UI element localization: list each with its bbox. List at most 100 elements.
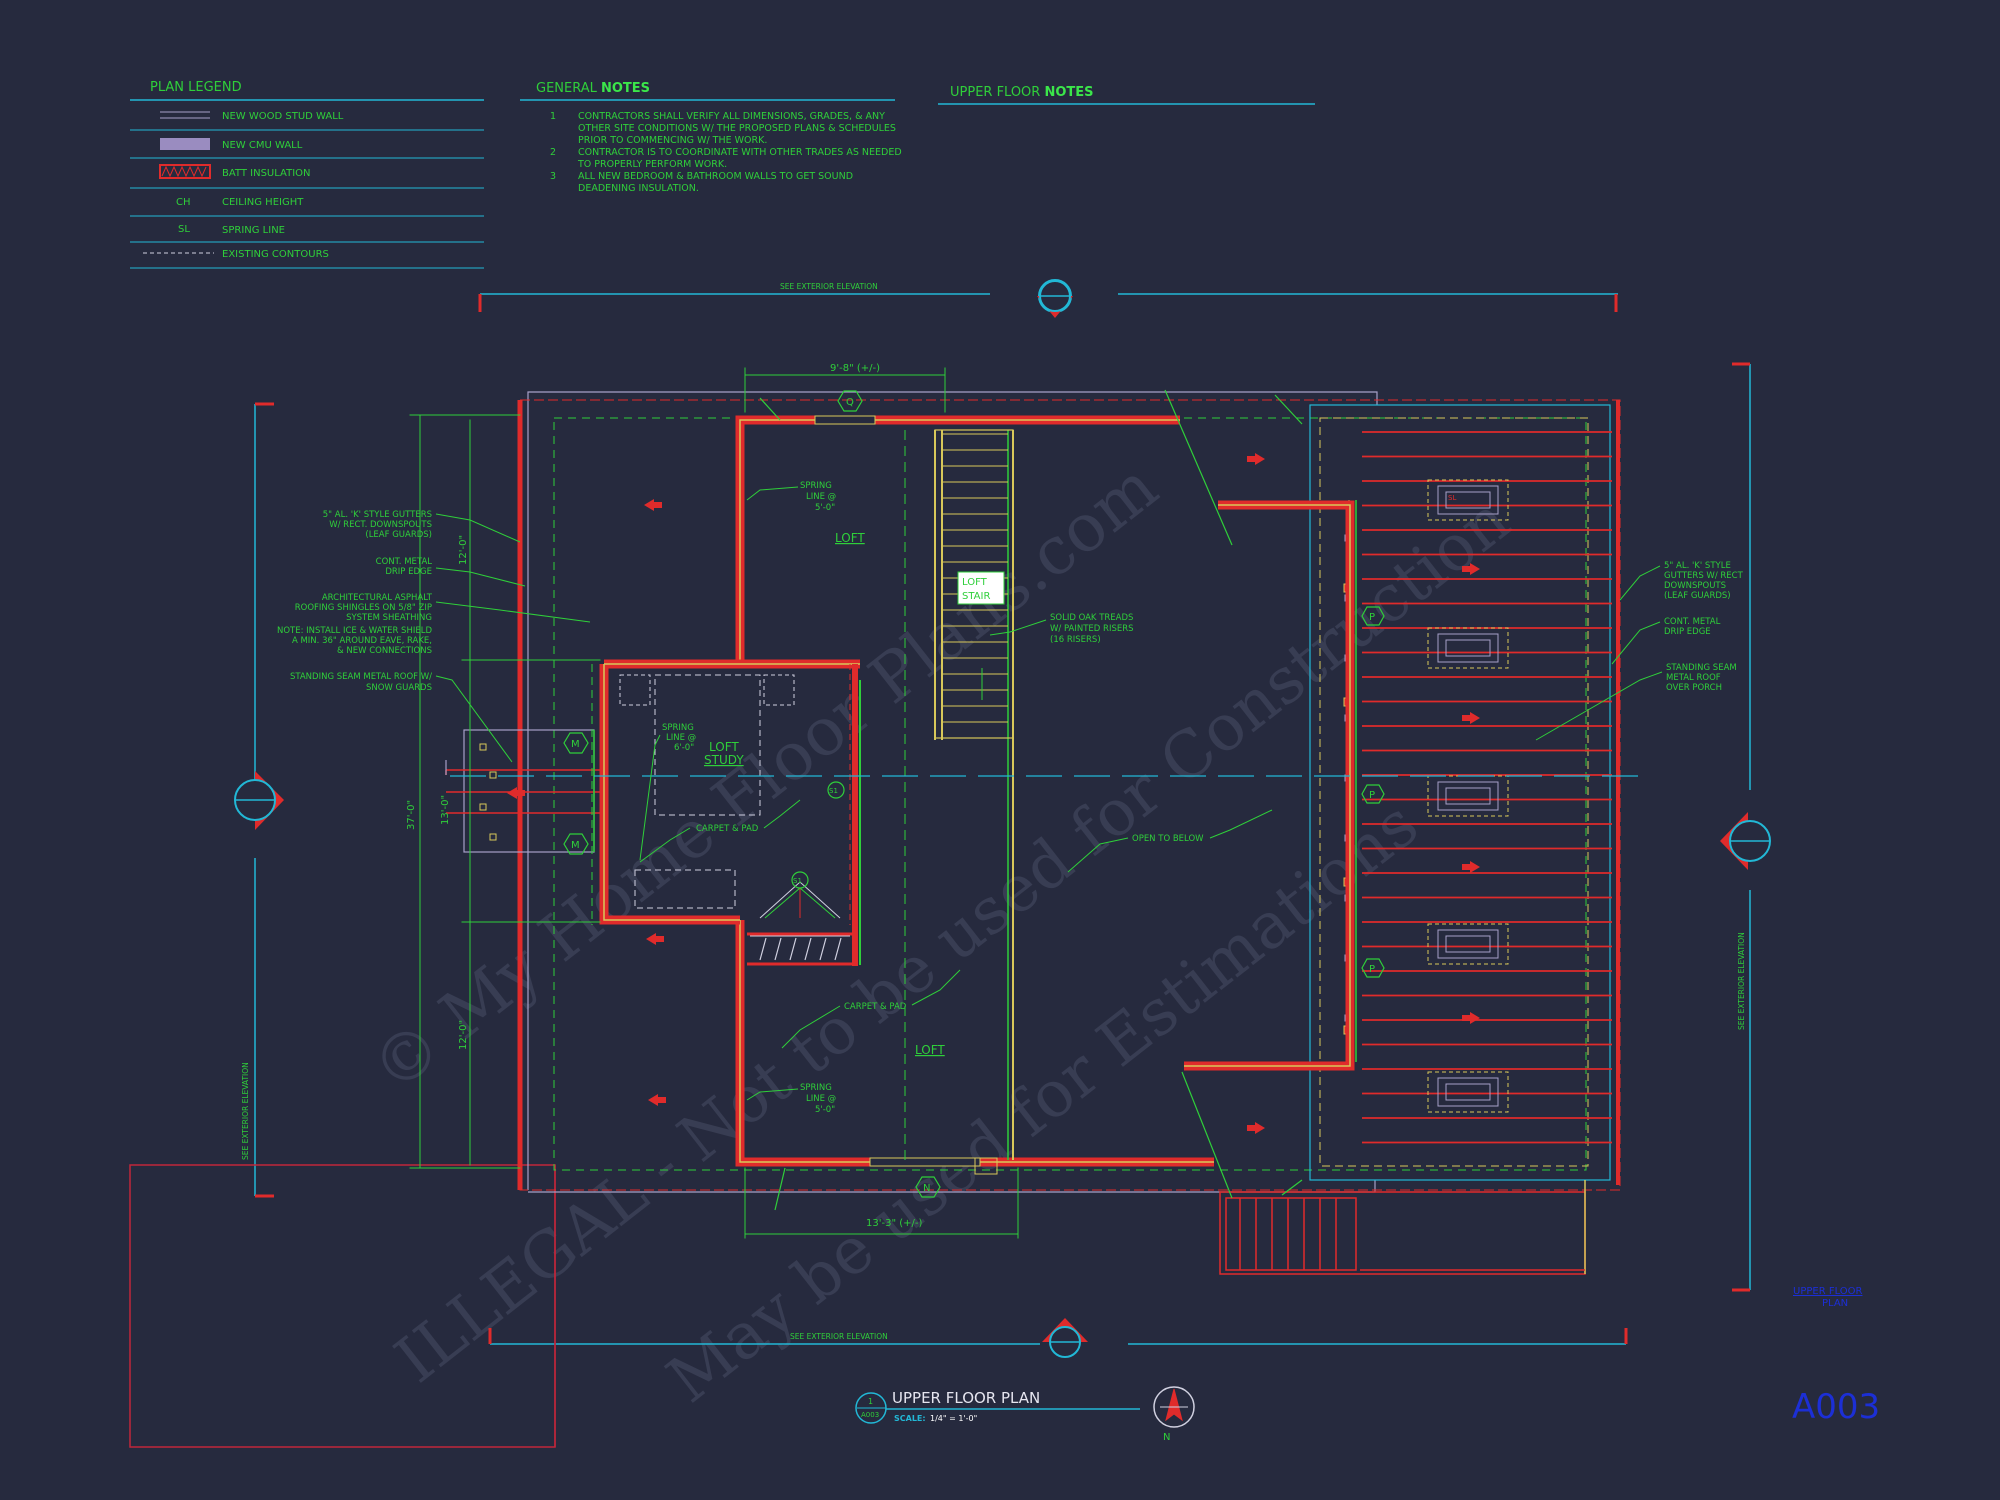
general-notes: GENERAL NOTES 1 CONTRACTORS SHALL VERIFY… <box>520 81 902 194</box>
callout-left-roofing-1: ARCHITECTURAL ASPHALT <box>322 593 433 603</box>
callout-right-standing-3: OVER PORCH <box>1666 683 1722 693</box>
sheet-name-line-1: UPPER FLOOR <box>1793 1286 1863 1297</box>
skylight-2 <box>1427 627 1509 669</box>
callout-spring-top-2: LINE @ <box>806 492 836 502</box>
room-label-loft-bottom: LOFT <box>915 1043 945 1057</box>
exterior-stair <box>1219 1180 1586 1275</box>
detail-number: 1 <box>868 1397 873 1406</box>
room-labels: LOFT LOFT LOFT STUDY <box>704 531 945 1057</box>
svg-text:P: P <box>1369 790 1375 801</box>
elevation-reference-top: SEE EXTERIOR ELEVATION <box>478 279 1618 318</box>
note-3-line-1: ALL NEW BEDROOM & BATHROOM WALLS TO GET … <box>578 171 853 182</box>
callout-spring-bottom-1: SPRING <box>800 1083 832 1093</box>
scale-label: SCALE: <box>894 1414 926 1423</box>
skylights <box>1427 479 1509 1113</box>
note-1-number: 1 <box>550 111 556 122</box>
lower-level-outline <box>129 1164 556 1448</box>
svg-text:S1: S1 <box>793 877 802 885</box>
slope-arrow-left <box>648 1094 666 1106</box>
dimension-left-lower: 12'-0" <box>458 1020 469 1050</box>
dimensions: 9'-8" (+/-) 13'-3" (+/-) 12'-0" 37'-0" 1… <box>406 363 1019 1239</box>
slope-arrow-right <box>1462 1012 1480 1024</box>
tag-m-bottom: M <box>563 833 589 855</box>
elevation-reference-bottom: SEE EXTERIOR ELEVATION <box>488 1318 1628 1358</box>
callout-right-gutters-1: 5" AL. 'K' STYLE <box>1664 561 1731 571</box>
upper-floor-notes: UPPER FLOOR NOTES <box>938 85 1315 105</box>
slope-arrow-right <box>1247 1122 1265 1134</box>
skylight-tag: SL <box>1448 494 1456 502</box>
slope-arrow-right <box>1462 861 1480 873</box>
legend-symbol-sl: SL <box>178 224 190 235</box>
callout-spring-study-2: LINE @ <box>666 733 696 743</box>
callout-left-drip-2: DRIP EDGE <box>385 567 432 577</box>
interior-stair: LOFT STAIR <box>934 429 1014 739</box>
callout-left-gutters-3: (LEAF GUARDS) <box>365 530 432 540</box>
elevation-ref-top-label: SEE EXTERIOR ELEVATION <box>780 282 878 291</box>
callout-right-drip-1: CONT. METAL <box>1664 617 1721 627</box>
dimension-left-total: 37'-0" <box>406 800 417 830</box>
dimension-left-mid: 13'-0" <box>440 795 451 825</box>
skylight-4 <box>1427 923 1509 965</box>
room-label-study-line-2: STUDY <box>704 753 744 767</box>
svg-text:M: M <box>571 739 580 750</box>
skylight-1 <box>1427 479 1509 521</box>
legend-item-wood-stud: NEW WOOD STUD WALL <box>222 111 344 122</box>
tag-s1-b: S1 <box>791 871 809 889</box>
callout-left-standing-1: STANDING SEAM METAL ROOF W/ <box>290 672 432 682</box>
callout-spring-top-1: SPRING <box>800 481 832 491</box>
roof-slope-arrows <box>507 453 1480 1134</box>
elevation-ref-right-label: SEE EXTERIOR ELEVATION <box>1737 932 1746 1030</box>
north-arrow-icon <box>1153 1386 1195 1428</box>
tag-m-top: M <box>563 732 589 754</box>
room-label-study-line-1: LOFT <box>709 740 739 754</box>
detail-sheet: A003 <box>861 1411 879 1419</box>
skylight-5 <box>1427 1071 1509 1113</box>
svg-text:P: P <box>1369 612 1375 623</box>
grid-tag-n: N <box>915 1176 941 1198</box>
callout-left-gutters-1: 5" AL. 'K' STYLE GUTTERS <box>323 510 432 520</box>
callout-left-roofing-3: SYSTEM SHEATHING <box>346 613 432 623</box>
slope-arrow-right <box>1462 563 1480 575</box>
callout-left-roofing-6: & NEW CONNECTIONS <box>337 646 432 656</box>
room-label-loft-top: LOFT <box>835 531 865 545</box>
slope-arrow-right <box>1462 712 1480 724</box>
drawing-title: UPPER FLOOR PLAN <box>892 1389 1040 1407</box>
loft-stair-label-line-2: STAIR <box>962 591 990 602</box>
callout-right-standing-1: STANDING SEAM <box>1666 663 1737 673</box>
legend-item-cmu: NEW CMU WALL <box>222 140 303 151</box>
upper-notes-title: UPPER FLOOR NOTES <box>950 85 1094 100</box>
callout-treads-3: (16 RISERS) <box>1050 635 1101 645</box>
callout-spring-bottom-2: LINE @ <box>806 1094 836 1104</box>
stair-outline <box>934 429 1014 739</box>
legend-item-ceiling: CEILING HEIGHT <box>222 197 304 208</box>
leader-lines <box>435 486 1663 1101</box>
skylight-3 <box>1427 775 1509 817</box>
note-2-line-1: CONTRACTOR IS TO COORDINATE WITH OTHER T… <box>578 147 902 158</box>
slope-arrow-right <box>1247 453 1265 465</box>
sheet-identifier: UPPER FLOOR PLAN A003 <box>1792 1286 1880 1427</box>
slope-arrow-left <box>507 787 525 799</box>
callout-left-gutters-2: W/ RECT. DOWNSPOUTS <box>329 520 432 530</box>
svg-text:P: P <box>1369 964 1375 975</box>
elevation-ref-left-label: SEE EXTERIOR ELEVATION <box>241 1062 250 1160</box>
slope-arrow-left <box>644 499 662 511</box>
callouts: SPRING LINE @ 5'-0" SPRING LINE @ 6'-0" … <box>277 481 1744 1115</box>
north-label: N <box>1163 1432 1170 1443</box>
callout-treads-1: SOLID OAK TREADS <box>1050 613 1133 623</box>
interior-walls <box>445 415 1355 1175</box>
elevation-reference-left: SEE EXTERIOR ELEVATION <box>234 402 284 1198</box>
callout-treads-2: W/ PAINTED RISERS <box>1050 624 1134 634</box>
note-1-line-1: CONTRACTORS SHALL VERIFY ALL DIMENSIONS,… <box>578 111 885 122</box>
grid-tag-q: Q <box>837 390 863 412</box>
callout-right-standing-2: METAL ROOF <box>1666 673 1721 683</box>
sheet-number: A003 <box>1792 1387 1880 1427</box>
legend-title: PLAN LEGEND <box>150 80 242 95</box>
tag-p-2: P <box>1361 784 1385 804</box>
note-3-number: 3 <box>550 171 556 182</box>
slope-arrow-left <box>646 933 664 945</box>
dimension-top: 9'-8" (+/-) <box>830 363 880 374</box>
callout-left-roofing-2: ROOFING SHINGLES ON 5/8" ZIP <box>295 603 432 613</box>
callout-spring-study-3: 6'-0" <box>674 743 694 753</box>
tag-p-3: P <box>1361 958 1385 978</box>
